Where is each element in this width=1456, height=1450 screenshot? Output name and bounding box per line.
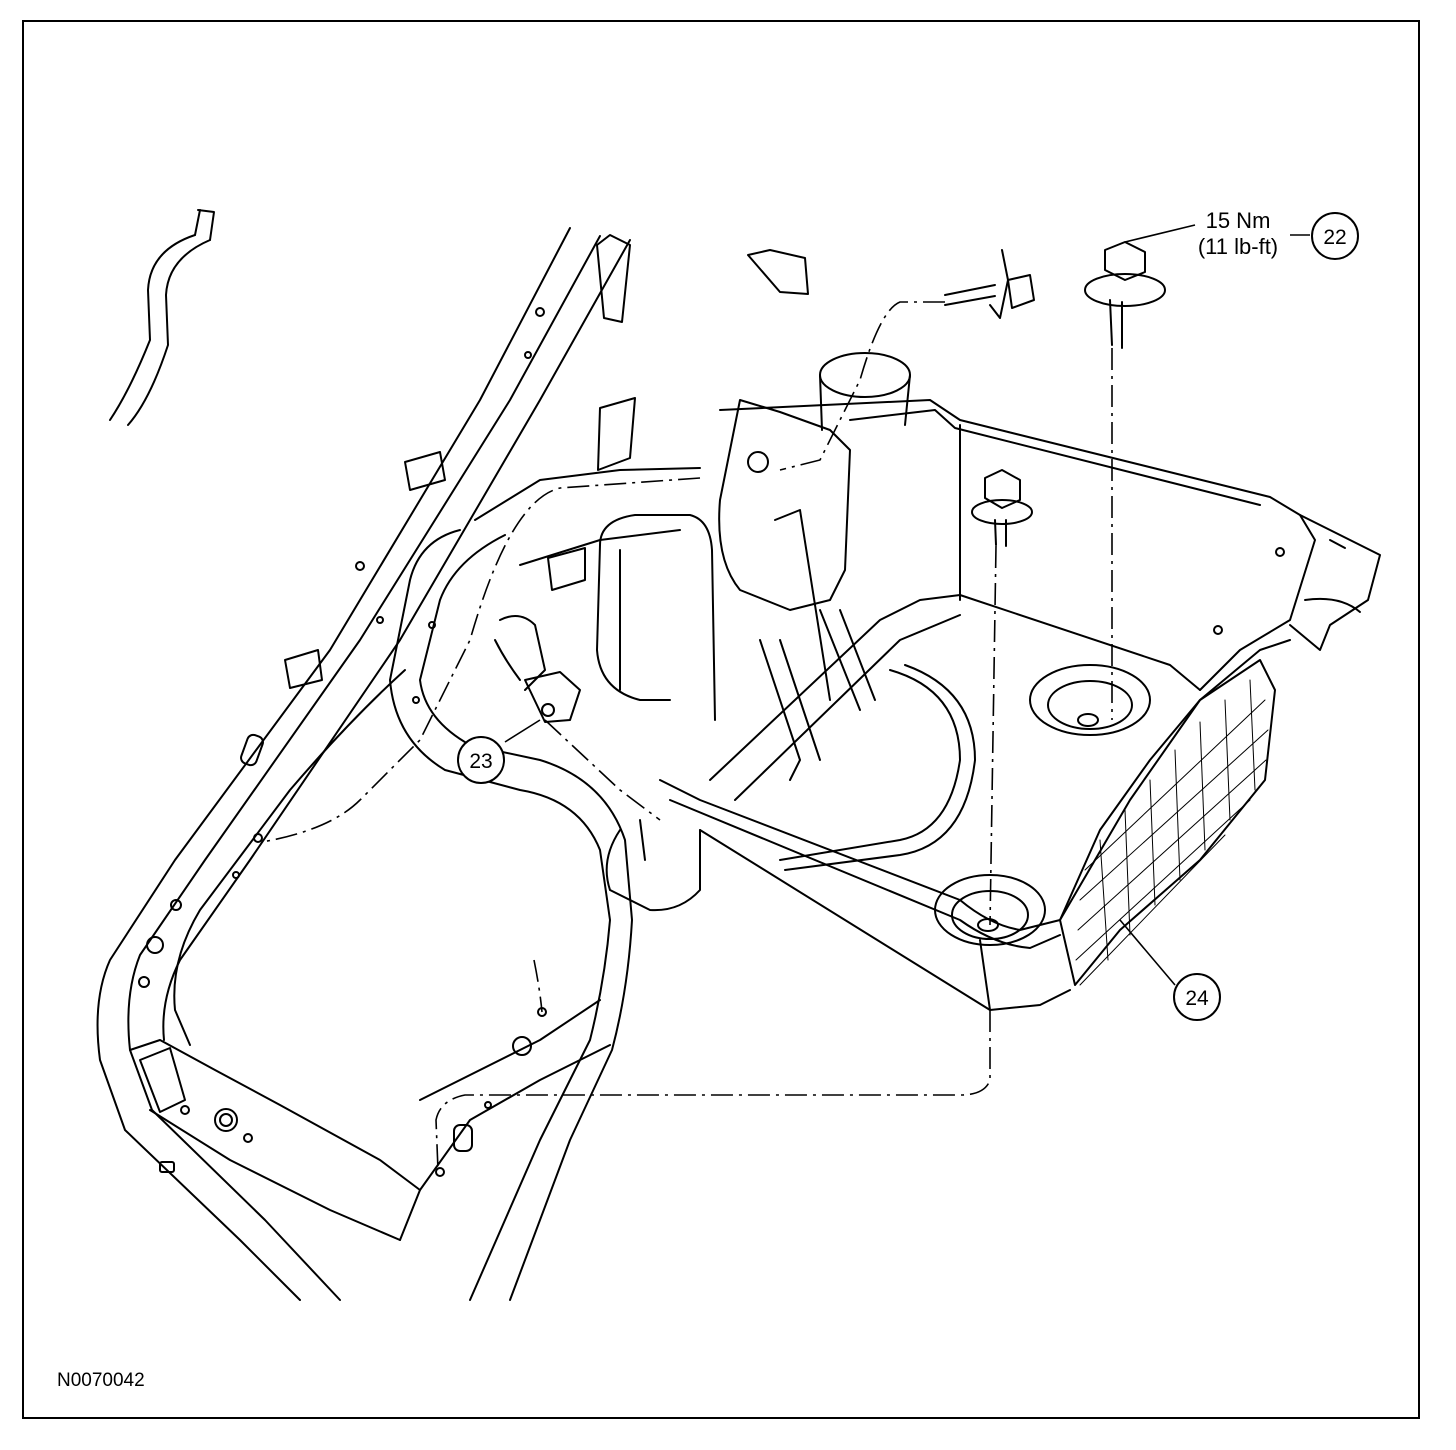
bolt-upper — [944, 249, 1035, 319]
battery-tray — [659, 399, 1381, 1011]
svg-text:22: 22 — [1323, 226, 1346, 249]
frame-rail — [96, 227, 701, 1301]
alignment-lines — [261, 301, 1113, 1171]
torque-metric: 15 Nm — [1206, 208, 1271, 233]
figure-id: N0070042 — [57, 1370, 145, 1391]
svg-text:24: 24 — [1185, 987, 1209, 1010]
callout-leaders — [504, 224, 1310, 986]
reservoir-hose — [109, 209, 215, 426]
reservoir-body — [596, 249, 911, 912]
callout-22: 22 — [1311, 212, 1359, 260]
tray-grille-mesh — [1075, 679, 1269, 986]
svg-text:23: 23 — [469, 750, 492, 773]
bolt-tray-rear — [971, 469, 1033, 547]
callout-24: 24 — [1173, 973, 1221, 1021]
bolt-22 — [1084, 241, 1166, 349]
connector-23 — [494, 615, 581, 723]
torque-imperial: (11 lb-ft) — [1198, 234, 1278, 259]
callout-23: 23 — [457, 736, 505, 784]
